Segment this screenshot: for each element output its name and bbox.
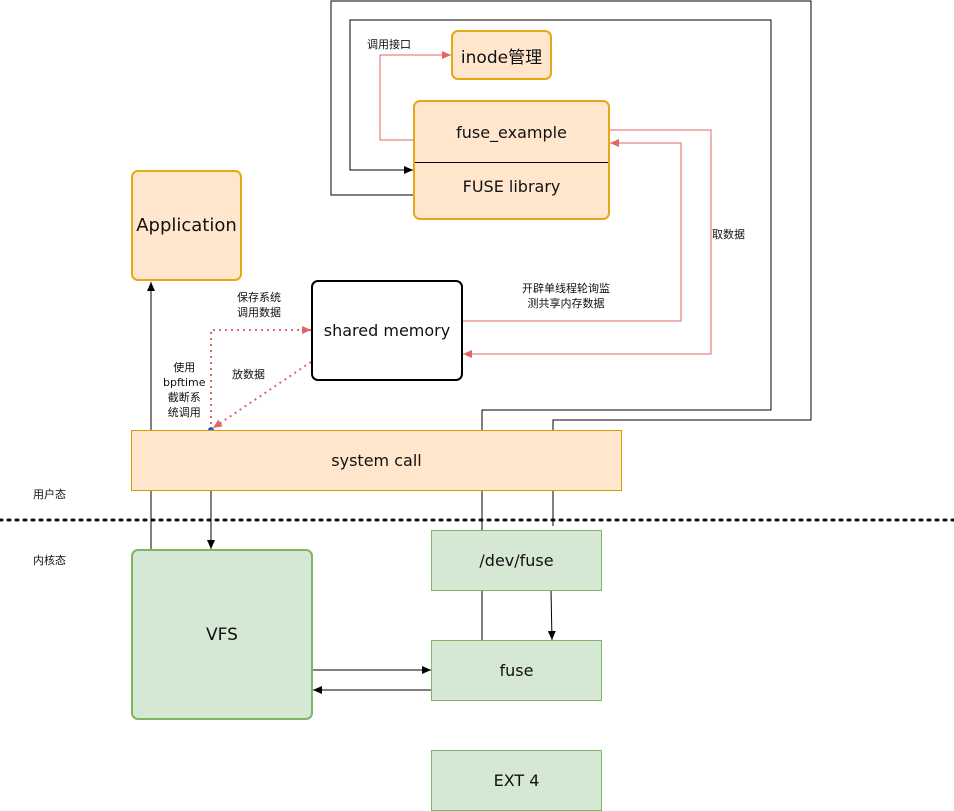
kernel-mode-label: 内核态 bbox=[33, 554, 66, 567]
system-call-box: system call bbox=[131, 430, 622, 491]
shared-memory-label: shared memory bbox=[323, 321, 451, 340]
outer-loop-line bbox=[330, 0, 812, 526]
inode-management-label: inode管理 bbox=[460, 47, 543, 68]
dev-fuse-box: /dev/fuse bbox=[431, 530, 602, 591]
devfuse-to-fuse-arrow bbox=[547, 589, 556, 641]
user-mode-label: 用户态 bbox=[33, 488, 66, 501]
inode-management-box: inode管理 bbox=[451, 30, 552, 80]
call-interface-label: 调用接口 bbox=[367, 38, 411, 51]
fuse-kernel-label: fuse bbox=[499, 661, 534, 680]
bpftime-label-line1: 使用 bbox=[173, 361, 196, 374]
application-label: Application bbox=[136, 215, 237, 236]
poll-arrow bbox=[463, 139, 682, 322]
ext4-box: EXT 4 bbox=[431, 750, 602, 811]
fetch-data-arrow bbox=[463, 129, 712, 358]
fuse-library-label: FUSE library bbox=[462, 176, 561, 196]
call-interface-arrow bbox=[379, 51, 451, 141]
put-data-arrow bbox=[212, 361, 312, 429]
bpftime-label-line3: 截断系 bbox=[167, 391, 201, 404]
fetch-data-label: 取数据 bbox=[712, 227, 745, 242]
application-box: Application bbox=[131, 170, 242, 281]
poll-label: 开辟单线程轮询监 测共享内存数据 bbox=[522, 281, 610, 311]
fuse-library-section: FUSE library bbox=[415, 162, 608, 210]
save-data-label-line2: 调用数据 bbox=[237, 306, 281, 319]
put-data-label: 放数据 bbox=[232, 368, 265, 381]
fuse-example-box: fuse_example FUSE library bbox=[413, 100, 610, 220]
shared-memory-box: shared memory bbox=[311, 280, 463, 381]
dev-fuse-label: /dev/fuse bbox=[479, 551, 554, 570]
bpftime-label-line2: bpftime bbox=[163, 376, 206, 389]
bpftime-label: 使用 bpftime 截断系 统调用 bbox=[163, 360, 206, 420]
save-data-label: 保存系统 调用数据 bbox=[237, 290, 281, 320]
poll-label-line2: 测共享内存数据 bbox=[527, 297, 605, 310]
save-data-label-line1: 保存系统 bbox=[237, 291, 281, 304]
inner-loop-line bbox=[349, 19, 772, 640]
fuse-example-section: fuse_example bbox=[415, 102, 608, 163]
bpftime-label-line4: 统调用 bbox=[167, 406, 201, 419]
vfs-box: VFS bbox=[131, 549, 313, 720]
vfs-label: VFS bbox=[206, 624, 238, 645]
ext4-label: EXT 4 bbox=[493, 771, 540, 790]
poll-label-line1: 开辟单线程轮询监 bbox=[522, 282, 610, 295]
system-call-label: system call bbox=[331, 451, 422, 470]
fuse-example-label: fuse_example bbox=[456, 122, 567, 142]
fuse-kernel-box: fuse bbox=[431, 640, 602, 701]
